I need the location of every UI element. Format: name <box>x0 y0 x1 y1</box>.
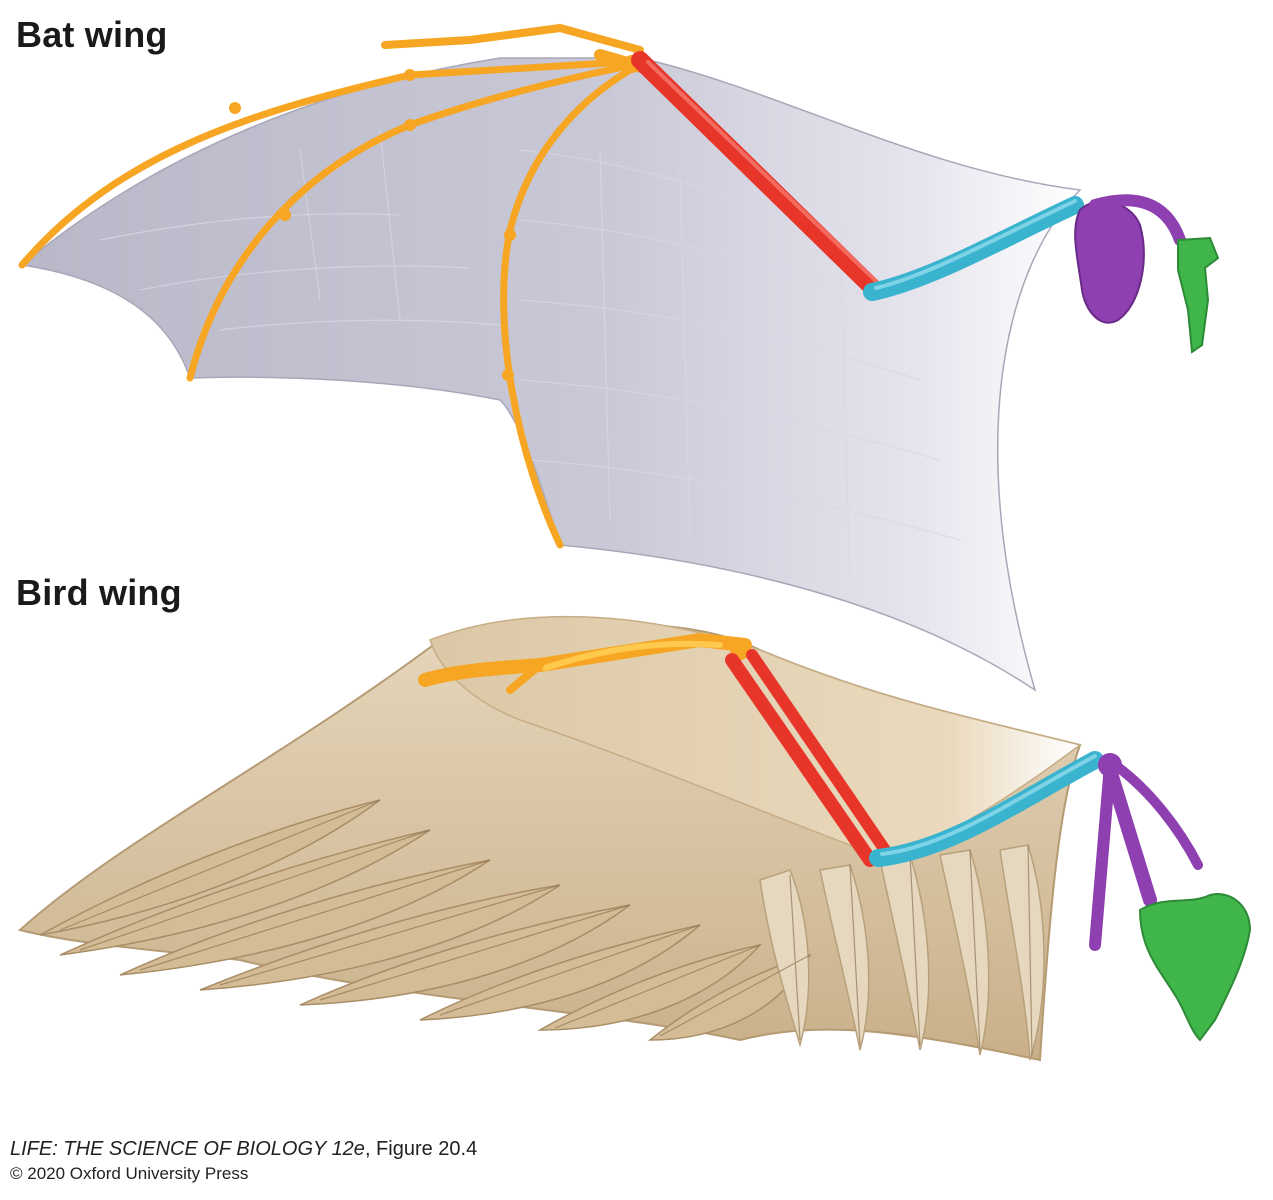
book-title: LIFE: THE SCIENCE OF BIOLOGY 12e <box>10 1138 365 1160</box>
bird-humerus <box>869 751 1104 867</box>
bat-sternum <box>1177 236 1220 354</box>
bird-radius-ulna <box>725 649 891 867</box>
bat-thumb <box>381 23 644 54</box>
bird-wing <box>17 615 1252 1062</box>
copyright-notice: © 2020 Oxford University Press <box>10 1164 249 1183</box>
bat-wing-label: Bat wing <box>16 14 168 55</box>
bird-secondary-feathers <box>759 844 1045 1061</box>
bat-clavicle <box>1089 194 1186 246</box>
bat-membrane-texture <box>99 129 961 581</box>
figure-number: , Figure 20.4 <box>364 1138 478 1160</box>
bird-feather-shafts <box>59 799 1033 1056</box>
figure-citation: LIFE: THE SCIENCE OF BIOLOGY 12e, Figure… <box>10 1136 477 1162</box>
figure-credit: LIFE: THE SCIENCE OF BIOLOGY 12e, Figure… <box>10 1136 477 1186</box>
bird-sternum <box>1138 893 1252 1042</box>
bat-digit-outer <box>18 58 629 269</box>
bat-digit-inner <box>500 66 634 549</box>
bat-scapula <box>1074 200 1145 324</box>
bat-radius-ulna <box>631 51 884 299</box>
bird-hand-digits <box>418 632 752 694</box>
bat-digit-middle <box>186 62 632 382</box>
bird-coverts <box>429 615 1082 861</box>
bat-wing <box>18 23 1220 692</box>
bird-shoulder-bones <box>1089 753 1203 951</box>
bat-humerus <box>863 196 1084 301</box>
bird-wing-label: Bird wing <box>16 572 182 613</box>
